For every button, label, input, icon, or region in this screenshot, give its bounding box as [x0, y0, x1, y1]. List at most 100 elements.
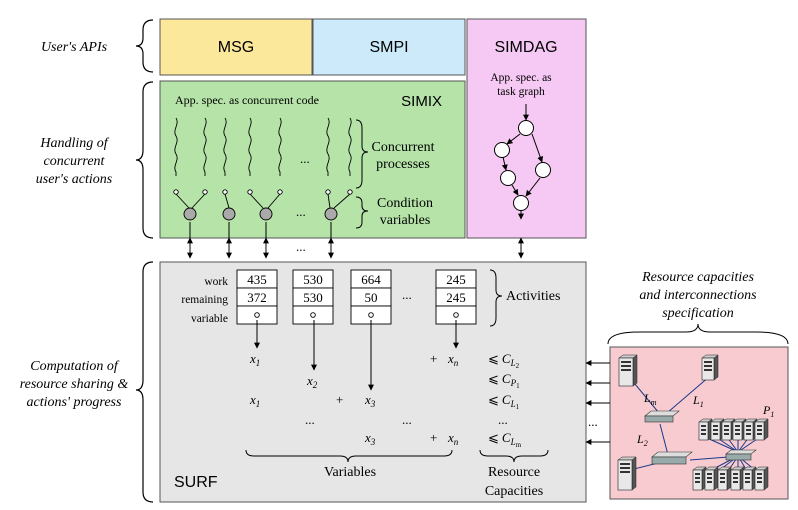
left-braces — [135, 19, 154, 503]
ellipsis-row4b: ... — [402, 412, 412, 427]
label-handling-3: user's actions — [36, 172, 113, 187]
smpi-box — [312, 18, 466, 76]
processes-label-1: Concurrent — [372, 140, 435, 155]
smpi-label: SMPI — [369, 39, 408, 56]
row-label-work: work — [204, 276, 228, 288]
activity-remaining-value: 50 — [365, 290, 378, 305]
plus-row1: + — [430, 351, 437, 366]
activities-label: Activities — [506, 289, 560, 304]
activity-work-value: 530 — [303, 272, 323, 287]
conditions-label-2: variables — [380, 213, 431, 228]
link-l1-label: L1 — [692, 393, 704, 409]
condition-variable — [324, 207, 338, 221]
capacity-c-lm: ⩽CLm — [488, 430, 522, 449]
var-x3-row3: x3 — [364, 392, 376, 409]
msg-label: MSG — [218, 39, 254, 56]
capacity-c-l2: ⩽CL2 — [488, 351, 520, 370]
activity-work-value: 435 — [247, 272, 267, 287]
label-handling-1: Handling of — [39, 136, 109, 151]
brace-capacities — [479, 449, 549, 463]
server-icon — [742, 466, 757, 491]
brace-conditions — [355, 196, 369, 229]
capacity-constraints: ⩽CL2 ⩽CP1 ⩽CL1 ... ⩽CLm — [488, 351, 522, 449]
condition-variable — [183, 207, 197, 221]
condition-variables — [183, 207, 338, 221]
link-lm-label: Lm — [643, 391, 657, 407]
host-p1-label: P1 — [762, 403, 774, 419]
activity-remaining-value: 530 — [303, 290, 323, 305]
activity-remaining-value: 372 — [247, 290, 267, 305]
resource-title: Resource capacities and interconnections… — [639, 270, 757, 321]
activity-variable-pointer — [453, 312, 459, 318]
brace-handling — [135, 81, 154, 239]
task-node — [518, 120, 534, 136]
condition-variable — [222, 207, 236, 221]
simix-caption: App. spec. as concurrent code — [175, 93, 319, 107]
brace-computation — [135, 261, 154, 503]
capacities-label-1: Resource — [488, 465, 540, 480]
server-icon — [754, 466, 769, 491]
var-xn-row1: xn — [447, 351, 459, 368]
activity-remaining-value: 245 — [446, 290, 466, 305]
condition-variable — [259, 207, 273, 221]
activity-variable-pointer — [310, 312, 316, 318]
svg-text:and interconnections: and interconnections — [639, 288, 757, 303]
var-x2-row2: x2 — [306, 373, 318, 390]
msg-box — [159, 18, 313, 76]
row-label-remaining: remaining — [181, 294, 228, 306]
switch-icon — [651, 451, 693, 465]
simix-title: SIMIX — [401, 93, 442, 110]
var-x1-row1: x1 — [249, 351, 260, 368]
constraint-equations: x1 + xn x2 x1 + x3 ... ... x3 + xn — [249, 351, 459, 447]
var-x3-row5: x3 — [364, 430, 376, 447]
label-computation-3: actions' progress — [27, 395, 122, 410]
row-label-variable: variable — [191, 313, 228, 325]
resource-arrow-ellipsis: ... — [588, 414, 598, 429]
surf-title: SURF — [174, 474, 218, 491]
simdag-caption-1: App. spec. as — [490, 72, 552, 84]
servers — [617, 354, 769, 491]
process-endpoints — [173, 189, 353, 195]
plus-row5: + — [430, 430, 437, 445]
brace-variables — [245, 449, 453, 463]
processes-label-2: processes — [376, 157, 430, 172]
var-x1-row3: x1 — [249, 392, 260, 409]
task-node — [500, 170, 516, 186]
conditions-label-1: Condition — [377, 196, 433, 211]
left-labels: User's APIs Handling of concurrent user'… — [20, 40, 129, 410]
server-icon — [692, 466, 707, 491]
label-computation-2: resource sharing & — [20, 377, 129, 392]
var-xn-row5: xn — [447, 430, 459, 447]
brace-processes — [355, 119, 369, 189]
resource-arrows — [585, 360, 610, 445]
concurrent-processes — [174, 117, 352, 209]
variables-label: Variables — [324, 465, 376, 480]
activity-variable-pointer — [254, 312, 260, 318]
server-icon — [754, 418, 769, 441]
switch-icon — [725, 449, 757, 461]
switch-icon — [644, 410, 680, 423]
label-computation-1: Computation of — [30, 359, 120, 374]
task-node — [535, 162, 551, 178]
svg-text:specification: specification — [662, 306, 734, 321]
plus-row3: + — [336, 392, 343, 407]
task-node — [494, 142, 510, 158]
simix-box — [159, 80, 466, 239]
capacity-c-l1: ⩽CL1 — [488, 392, 520, 411]
server-icon — [730, 466, 745, 491]
activity-work-value: 245 — [446, 272, 466, 287]
network-labels: Lm L1 L2 P1 — [636, 391, 774, 448]
link-l2-label: L2 — [636, 432, 648, 448]
label-users-apis: User's APIs — [41, 40, 108, 55]
label-handling-2: concurrent — [44, 154, 106, 169]
task-node — [513, 195, 529, 211]
network-switches — [644, 410, 757, 465]
simix-ellipsis-1: ... — [300, 151, 310, 166]
simdag-label: SIMDAG — [494, 39, 557, 56]
svg-text:Resource capacities: Resource capacities — [641, 270, 754, 285]
